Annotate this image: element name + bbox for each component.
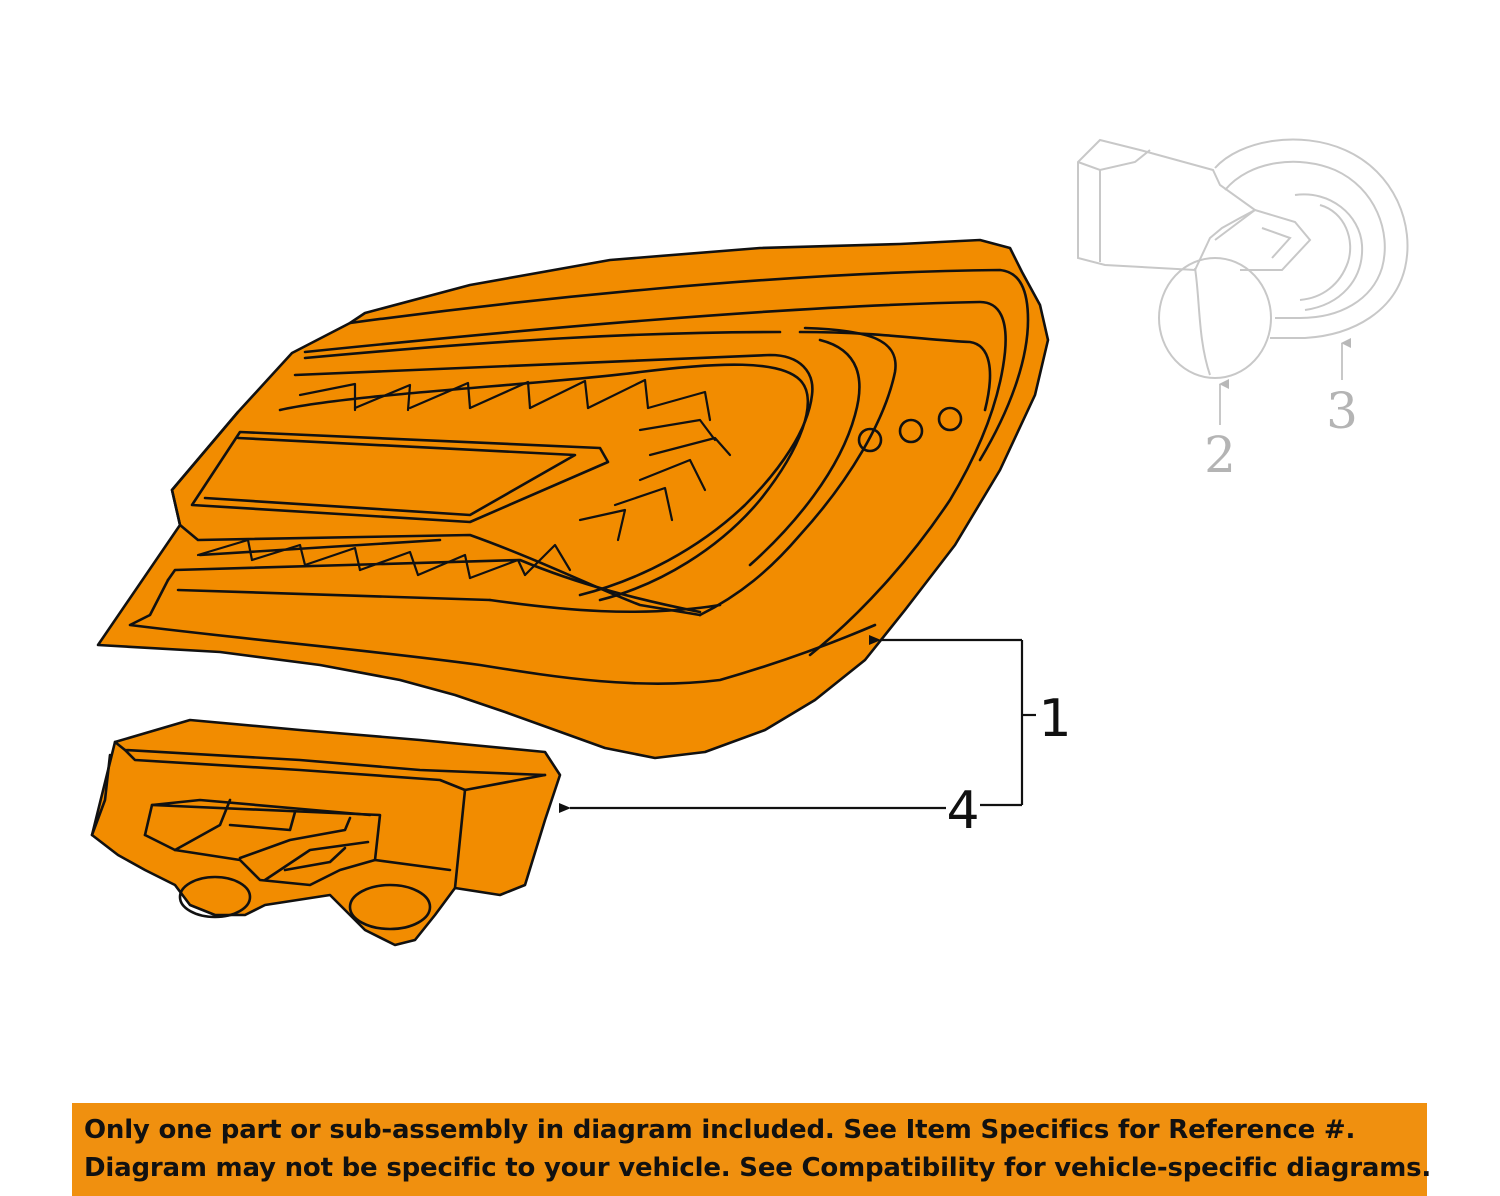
socket-and-bulb-ghost (1077, 138, 1409, 425)
callout-4: 4 (946, 781, 979, 841)
disclaimer-line-1: Only one part or sub-assembly in diagram… (84, 1115, 1356, 1145)
disclaimer-line-2: Diagram may not be specific to your vehi… (84, 1153, 1432, 1183)
callout-1: 1 (1038, 689, 1071, 749)
disclaimer-banner: Only one part or sub-assembly in diagram… (72, 1103, 1432, 1196)
callout-leaders (559, 635, 1036, 813)
callout-2: 2 (1204, 426, 1236, 484)
lamp-module (90, 718, 562, 947)
callout-3: 3 (1326, 382, 1358, 440)
tail-lamp-assembly (96, 238, 1050, 760)
